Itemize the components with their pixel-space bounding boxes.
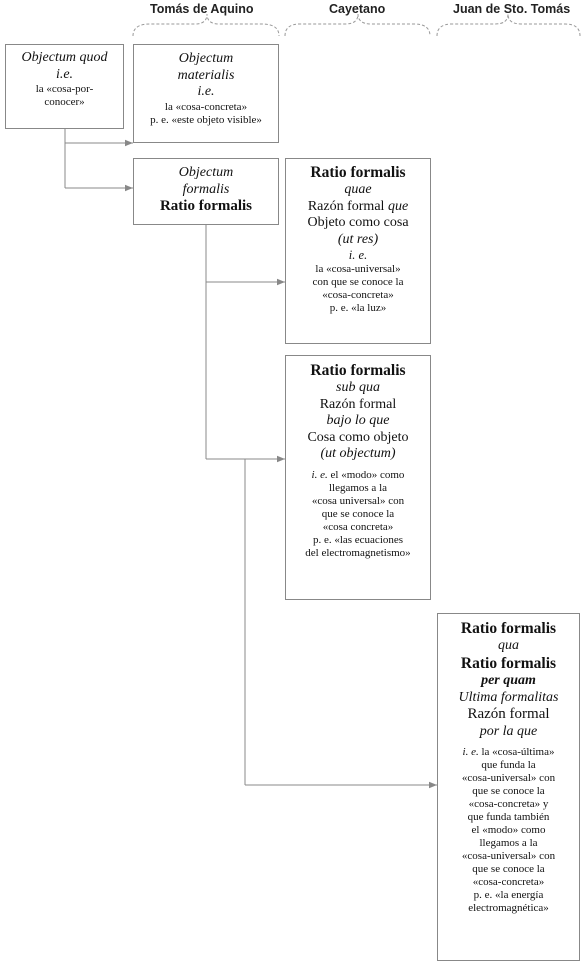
subqua-l5: «cosa concreta» (322, 520, 394, 533)
subqua-co: Cosa como objeto (307, 429, 409, 445)
subqua-l4: que se conoce la (321, 507, 395, 520)
perquam-l8: llegamos a la (479, 837, 538, 850)
quod-line1: la «cosa-por- (35, 83, 94, 96)
box-ratio-formalis-quae: Ratio formalis quae Razón formal que Obj… (285, 158, 431, 344)
quae-rf-line: Razón formal que (286, 199, 430, 216)
perquam-l11: «cosa-concreta» (472, 876, 545, 888)
perquam-porlaque: por la que (479, 723, 538, 739)
subqua-l6: p. e. «las ecuaciones (312, 533, 404, 546)
quae-rf: Razón formal (307, 198, 385, 214)
brace-cayetano (284, 13, 431, 37)
quae-l4: p. e. «la luz» (329, 302, 387, 314)
subqua-sub: sub qua (336, 380, 380, 396)
quod-title: Objectum quod (21, 50, 108, 65)
quae-oc: Objeto como cosa (307, 215, 409, 231)
perquam-title2: Ratio formalis (460, 654, 557, 672)
perquam-l2: que funda la (481, 759, 536, 772)
perquam-qua: qua (498, 638, 519, 654)
quae-rf-que: que (387, 198, 409, 214)
quae-sub: quae (344, 182, 372, 198)
materialis-title2: materialis (177, 67, 235, 83)
perquam-l1: la «cosa-última» (481, 746, 555, 759)
subqua-rf: Razón formal (319, 396, 397, 412)
perquam-l9: «cosa-universal» con (461, 850, 556, 863)
box-objectum-materialis: Objectum materialis i.e. la «cosa-concre… (133, 44, 279, 143)
perquam-l10: que se conoce la (472, 863, 545, 876)
box-ratio-formalis-perquam: Ratio formalis qua Ratio formalis per qu… (437, 613, 580, 961)
perquam-l6: que funda también (467, 811, 550, 824)
subqua-l7: del electromagnetismo» (305, 546, 411, 559)
subqua-l1: el «modo» como (330, 468, 405, 481)
header-cayetano: Cayetano (329, 2, 386, 16)
subqua-l2: llegamos a la (328, 481, 388, 494)
subqua-utobj: (ut objectum) (320, 446, 396, 462)
quae-ie: i. e. (348, 248, 368, 263)
quae-l1: la «cosa-universal» (315, 263, 401, 276)
quae-utres: (ut res) (337, 231, 379, 247)
box-objectum-quod: Objectum quod i.e. la «cosa-por- conocer… (5, 44, 124, 129)
perquam-l13: electromagnética» (468, 901, 549, 914)
materialis-ie: i.e. (197, 84, 215, 100)
materialis-line1: la «cosa-concreta» (164, 100, 248, 113)
quod-ie: i.e. (55, 66, 74, 82)
header-tomas-de-aquino: Tomás de Aquino (150, 2, 254, 16)
quae-l3: «cosa-concreta» (322, 289, 394, 302)
box-objectum-formalis: Objectum formalis Ratio formalis (133, 158, 279, 225)
subqua-title: Ratio formalis (310, 362, 406, 379)
subqua-ie: i. e. (311, 468, 328, 481)
perquam-l4: que se conoce la (472, 785, 545, 798)
perquam-perquam: per quam (481, 673, 536, 689)
perquam-l3: «cosa-universal» con (461, 772, 556, 785)
box-ratio-formalis-subqua: Ratio formalis sub qua Razón formal bajo… (285, 355, 431, 600)
brace-juan (436, 13, 581, 37)
perquam-l7: el «modo» como (471, 824, 546, 837)
perquam-ie: i. e. (462, 746, 479, 759)
quae-title: Ratio formalis (310, 164, 406, 181)
quod-line2: conocer» (44, 96, 85, 108)
perquam-rf: Razón formal (467, 706, 550, 723)
subqua-l1-line: i. e. el «modo» como (286, 469, 430, 482)
materialis-line2: p. e. «este objeto visible» (150, 113, 262, 126)
perquam-title: Ratio formalis (460, 620, 557, 637)
brace-tomas (132, 13, 280, 37)
formalis-title1: Objectum (178, 165, 234, 180)
header-juan-de-sto-tomas: Juan de Sto. Tomás (453, 2, 571, 16)
subqua-bajo: bajo lo que (326, 413, 390, 429)
perquam-ultima: Ultima formalitas (458, 689, 559, 705)
perquam-l5: «cosa-concreta» y (468, 798, 549, 811)
formalis-title3: Ratio formalis (159, 198, 253, 215)
materialis-title1: Objectum (178, 51, 234, 66)
subqua-l3: «cosa universal» con (311, 494, 405, 507)
perquam-l1-line: i. e. la «cosa-última» (438, 746, 579, 759)
formalis-title2: formalis (182, 181, 230, 197)
perquam-l12: p. e. «la energía (473, 888, 544, 901)
quae-l2: con que se conoce la (312, 276, 404, 289)
